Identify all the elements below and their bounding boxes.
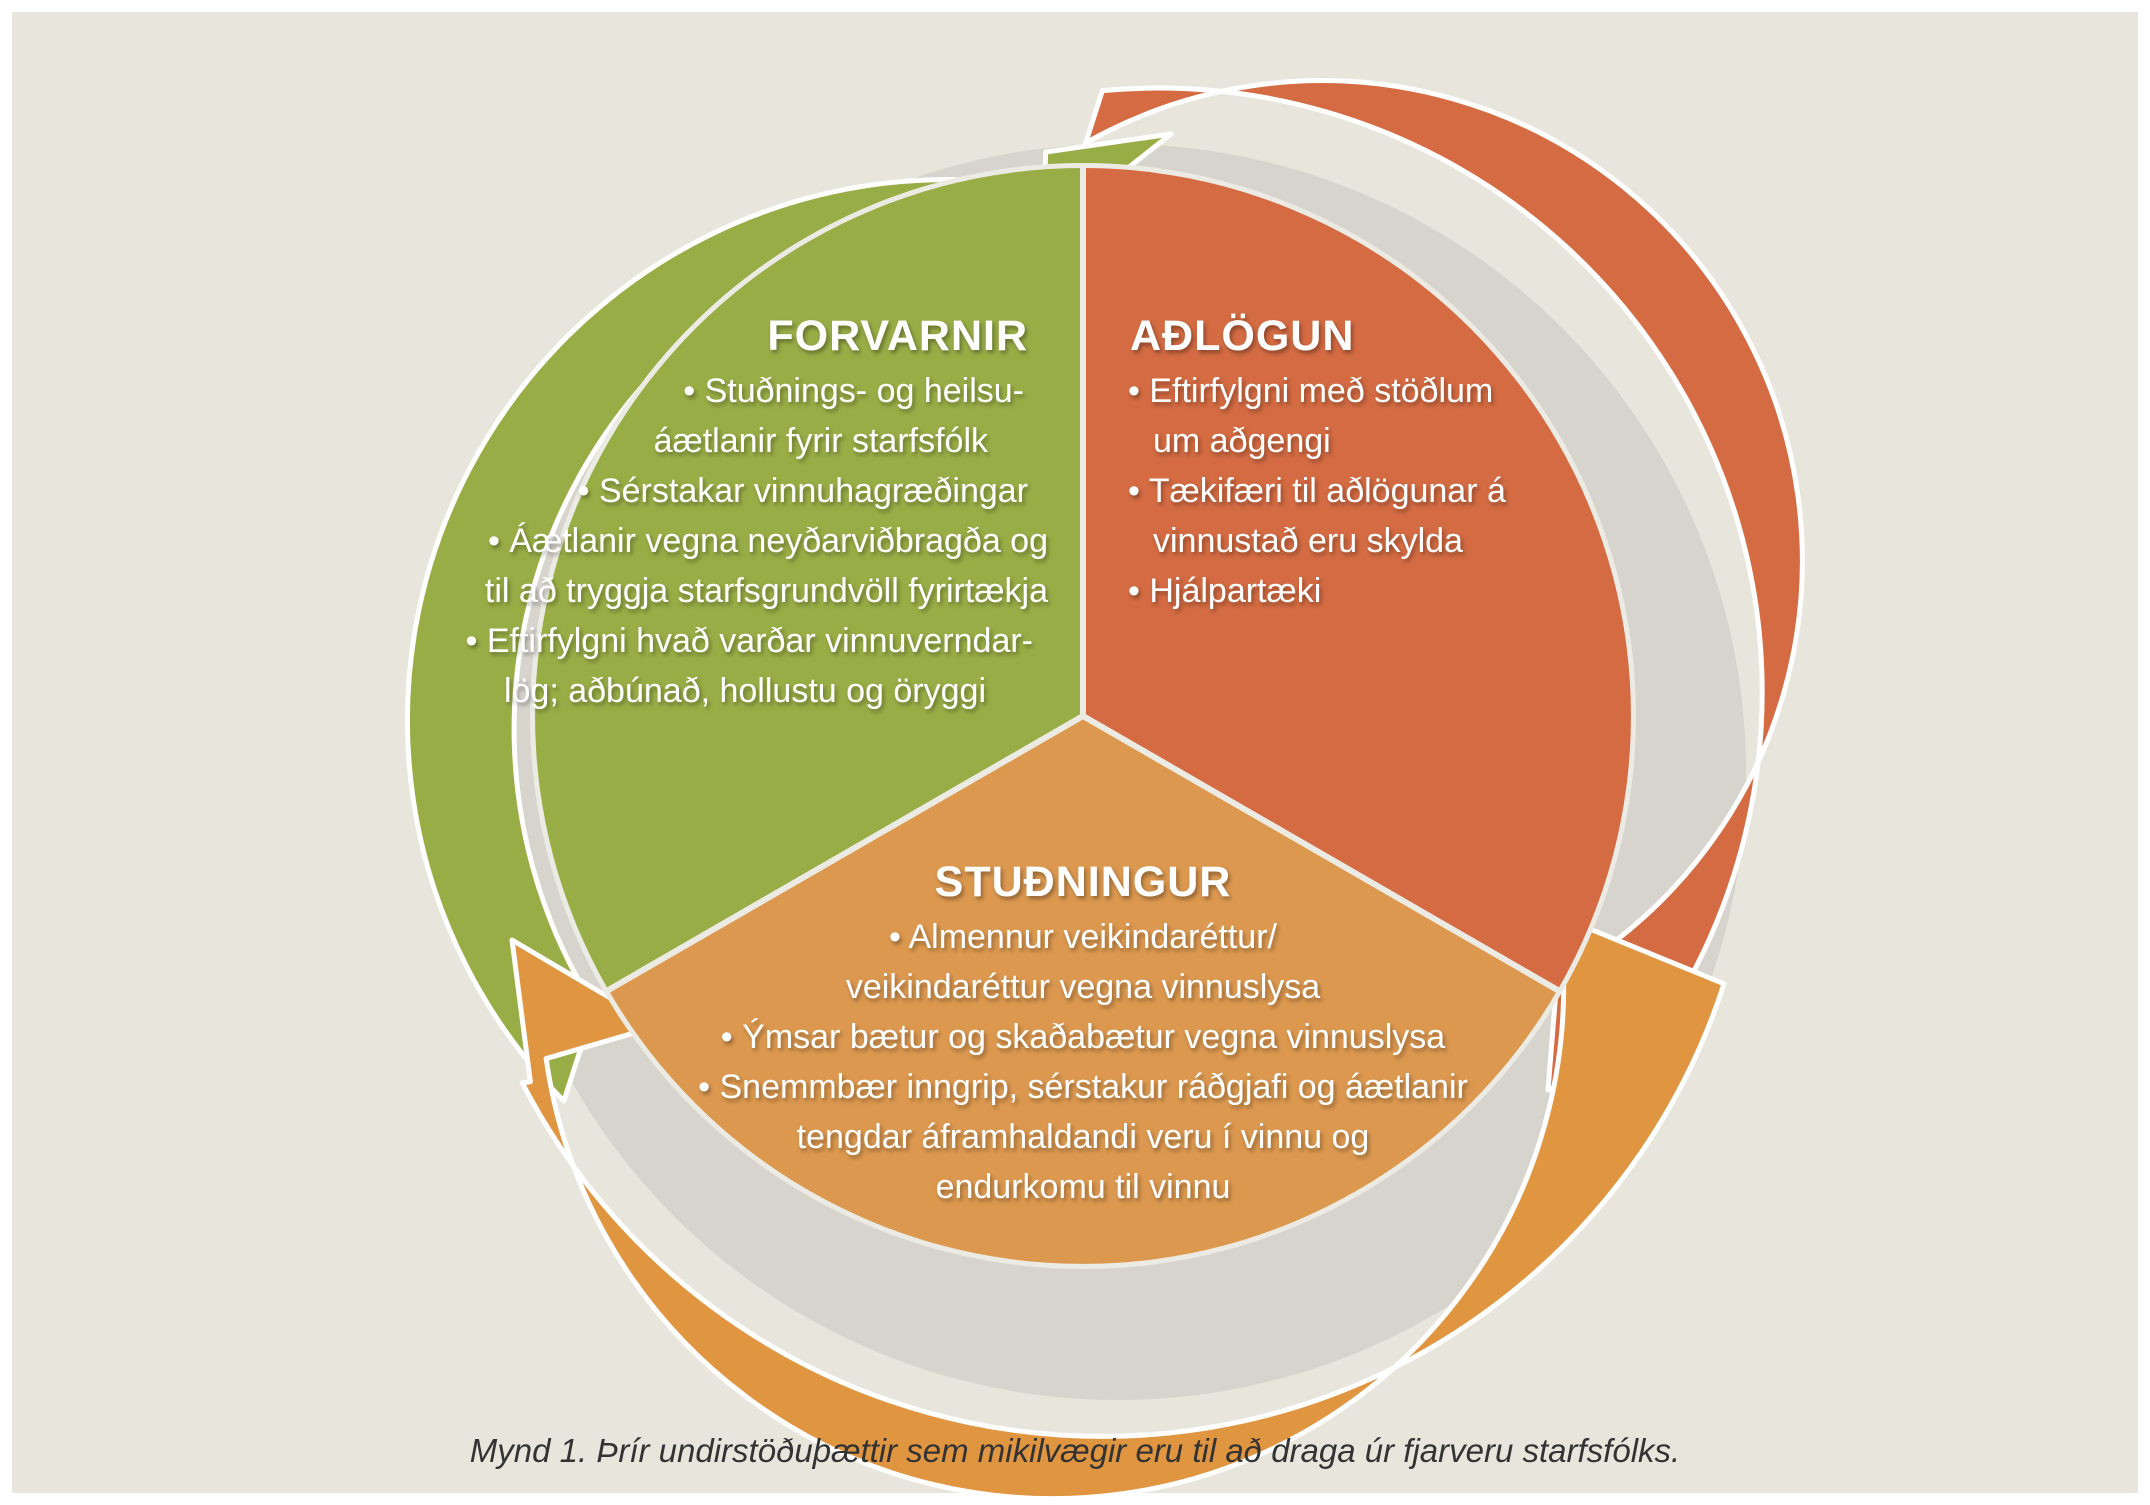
studningur-title: STUÐNINGUR [935,858,1232,906]
studningur-item: • Almennur veikindaréttur/ [889,918,1278,956]
divider-right [1081,713,1560,993]
figure-caption: Mynd 1. Þrír undirstöðuþættir sem mikilv… [469,1432,1681,1469]
forvarnir-item: • Stuðnings- og heilsu- [683,372,1024,410]
forvarnir-item: til að tryggja starfsgrundvöll fyrirtækj… [485,572,1048,610]
adlogun-item: um aðgengi [1153,422,1331,460]
studningur-text: STUÐNINGUR • Almennur veikindaréttur/ ve… [698,858,1468,1206]
forvarnir-item: • Áætlanir vegna neyðarviðbragða og [488,522,1048,560]
adlogun-item: • Tækifæri til aðlögunar á [1128,472,1506,510]
studningur-item: • Snemmbær inngrip, sérstakur ráðgjafi o… [698,1068,1468,1106]
studningur-item: veikindaréttur vegna vinnuslysa [846,968,1320,1006]
divider-left [606,713,1085,993]
adlogun-text: AÐLÖGUN • Eftirfylgni með stöðlum um aðg… [1128,312,1506,610]
studningur-item: tengdar áframhaldandi veru í vinnu og [797,1118,1370,1156]
sector-dividers [606,168,1560,993]
adlogun-item: • Eftirfylgni með stöðlum [1128,372,1493,410]
forvarnir-item: lög; aðbúnað, hollustu og öryggi [504,672,986,710]
adlogun-arrow [1083,78,1805,1093]
adlogun-item: vinnustað eru skylda [1153,522,1463,560]
forvarnir-item: áætlanir fyrir starfsfólk [654,422,989,460]
studningur-item: • Ýmsar bætur og skaðabætur vegna vinnus… [721,1018,1445,1056]
studningur-arrow [509,913,1727,1502]
forvarnir-sector [535,168,1083,990]
forvarnir-text: FORVARNIR • Stuðnings- og heilsu- áætlan… [466,312,1049,710]
forvarnir-title: FORVARNIR [767,312,1028,360]
adlogun-title: AÐLÖGUN [1130,312,1354,360]
forvarnir-item: • Eftirfylgni hvað varðar vinnuverndar- [466,622,1034,660]
adlogun-sector [1083,168,1631,990]
forvarnir-item: • Sérstakar vinnuhagræðingar [578,472,1028,510]
studningur-item: endurkomu til vinnu [936,1168,1231,1206]
adlogun-item: • Hjálpartæki [1128,572,1321,610]
studningur-sector [608,716,1558,1264]
